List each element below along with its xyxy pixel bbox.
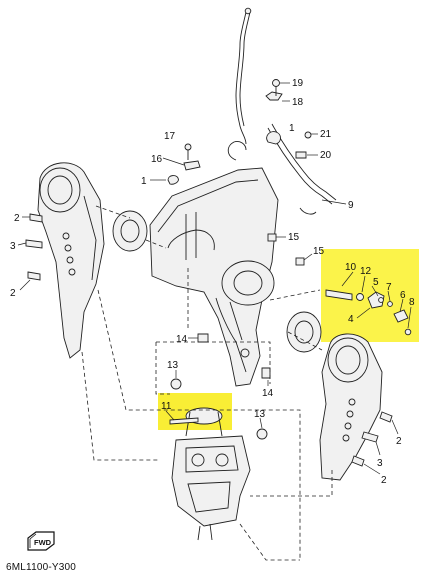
callout-2a: 2 bbox=[14, 213, 20, 224]
washer-left bbox=[112, 210, 148, 252]
pin-10 bbox=[325, 289, 353, 301]
callout-15a: 15 bbox=[288, 232, 300, 243]
clip-7 bbox=[387, 301, 393, 307]
pin-11 bbox=[169, 417, 199, 425]
callout-19: 19 bbox=[292, 78, 304, 89]
callout-3b: 3 bbox=[377, 458, 383, 469]
callout-1b: 1 bbox=[141, 176, 147, 187]
plate-6 bbox=[393, 309, 409, 323]
catalog-code: 6ML1100-Y300 bbox=[6, 562, 77, 573]
callout-4: 4 bbox=[348, 314, 354, 325]
callout-7: 7 bbox=[386, 282, 392, 293]
clamp-1 bbox=[266, 131, 281, 145]
callout-17: 17 bbox=[164, 131, 176, 142]
bushing-13a bbox=[170, 378, 182, 390]
callout-20: 20 bbox=[320, 150, 332, 161]
callout-21: 21 bbox=[320, 129, 332, 140]
bolt-14b bbox=[261, 367, 271, 379]
bolt-8 bbox=[404, 328, 412, 336]
swivel-boss bbox=[221, 260, 275, 306]
clip-1 bbox=[167, 175, 179, 185]
callout-12: 12 bbox=[360, 266, 372, 277]
bolt-21 bbox=[304, 131, 312, 139]
bracket-16 bbox=[183, 160, 201, 171]
tilt-cylinder bbox=[171, 435, 251, 527]
callout-14a: 14 bbox=[176, 334, 188, 345]
bolt-19 bbox=[272, 79, 280, 87]
washer-5 bbox=[378, 297, 384, 303]
callout-13a: 13 bbox=[167, 360, 179, 371]
callout-6: 6 bbox=[400, 290, 406, 301]
bolt-2c bbox=[379, 411, 393, 423]
callout-2d: 2 bbox=[381, 475, 387, 486]
spring-12 bbox=[356, 293, 364, 301]
callout-10: 10 bbox=[345, 262, 357, 273]
callout-9: 9 bbox=[348, 200, 354, 211]
nut-15b bbox=[295, 257, 305, 266]
hose-line bbox=[267, 127, 333, 205]
swivel-bracket bbox=[149, 167, 279, 387]
callout-8: 8 bbox=[409, 297, 415, 308]
forward-arrow-icon: FWD bbox=[27, 531, 55, 551]
callout-5: 5 bbox=[373, 277, 379, 288]
fwd-label: FWD bbox=[34, 538, 52, 547]
bolt-2d bbox=[351, 455, 365, 467]
bushing-13b bbox=[256, 428, 268, 440]
bolt-14a bbox=[197, 333, 209, 343]
callout-1a: 1 bbox=[289, 123, 295, 134]
nut-15a bbox=[267, 233, 277, 242]
bolt-17 bbox=[184, 143, 192, 151]
washer-right bbox=[286, 311, 322, 353]
callout-11: 11 bbox=[161, 401, 172, 412]
callout-14b: 14 bbox=[262, 388, 274, 399]
holder-20 bbox=[295, 151, 307, 159]
bolt-2a bbox=[29, 213, 43, 223]
callout-3a: 3 bbox=[10, 241, 16, 252]
control-cable bbox=[235, 11, 247, 145]
bracket-18 bbox=[265, 91, 283, 101]
callout-2b: 2 bbox=[10, 288, 16, 299]
callout-16: 16 bbox=[151, 154, 163, 165]
callout-18: 18 bbox=[292, 97, 304, 108]
callout-15b: 15 bbox=[313, 246, 325, 257]
bolt-2b bbox=[27, 271, 41, 281]
bolt-3a bbox=[25, 239, 43, 249]
callout-13b: 13 bbox=[254, 409, 266, 420]
callout-2c: 2 bbox=[396, 436, 402, 447]
